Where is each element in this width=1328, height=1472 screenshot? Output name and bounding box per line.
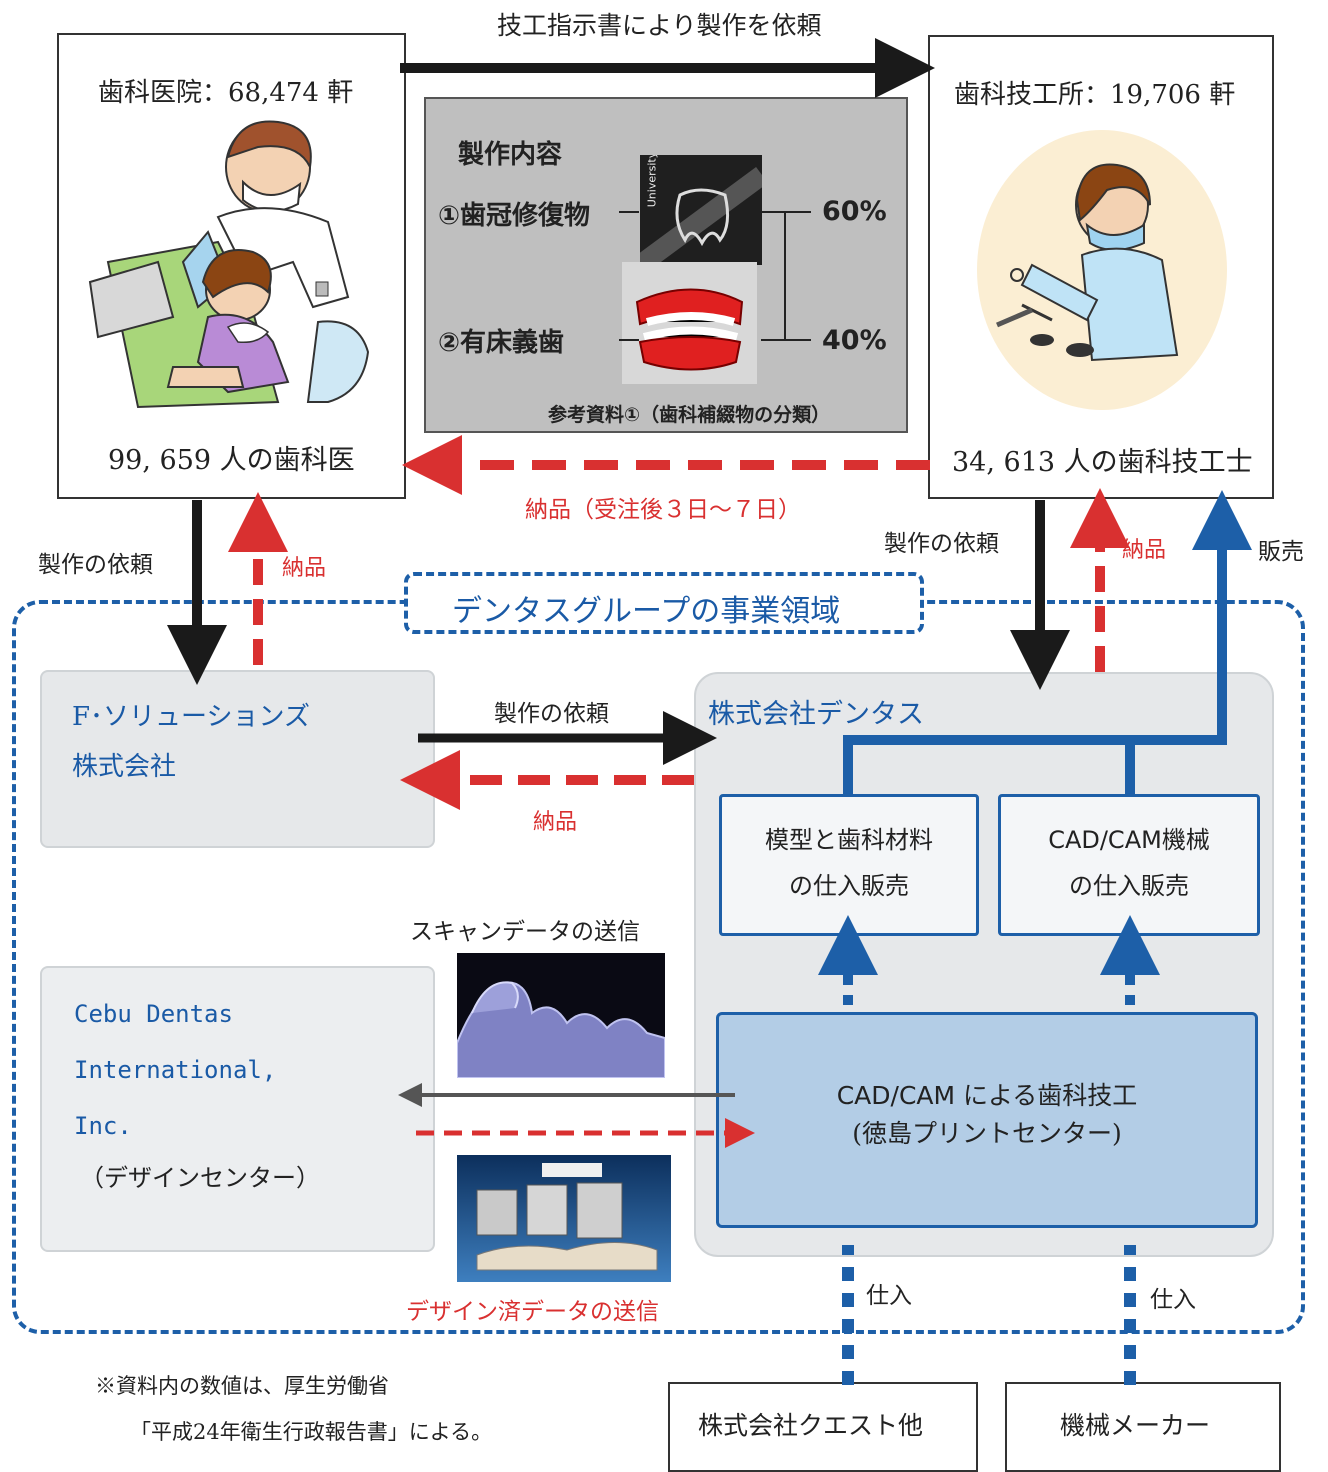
materials-line2: の仕入販売 bbox=[789, 872, 909, 900]
dentas-box-cadcam-machines: CAD/CAM機械 の仕入販売 bbox=[998, 794, 1260, 936]
materials-line1: 模型と歯科材料 bbox=[765, 826, 933, 854]
clinic-title: 歯科医院：68,474 軒 bbox=[98, 78, 354, 108]
lab-technicians: 34, 613 人の歯科技工士 bbox=[952, 447, 1253, 478]
cebu-line1: Cebu Dentas bbox=[74, 1000, 233, 1028]
dentist-illustration bbox=[88, 120, 370, 409]
f-solutions-panel bbox=[40, 670, 435, 848]
reference-item2: ②有床義歯 bbox=[438, 328, 565, 358]
f-solutions-line2: 株式会社 bbox=[72, 752, 177, 782]
reference-connectors bbox=[619, 211, 811, 341]
cebu-line4: （デザインセンター） bbox=[80, 1164, 320, 1192]
purchase-label-2: 仕入 bbox=[1150, 1287, 1196, 1313]
dentas-name: 株式会社デンタス bbox=[708, 699, 924, 730]
lab-title: 歯科技工所：19,706 軒 bbox=[954, 80, 1236, 110]
machines-line2: の仕入販売 bbox=[1069, 872, 1189, 900]
purchase-label-1: 仕入 bbox=[866, 1283, 912, 1309]
reference-item1-pct: 60% bbox=[822, 196, 887, 227]
group-label-box bbox=[404, 572, 924, 634]
technician-illustration bbox=[977, 130, 1227, 410]
scan-label: スキャンデータの送信 bbox=[410, 919, 640, 945]
cebu-panel bbox=[40, 966, 435, 1252]
design-data-image bbox=[457, 1155, 671, 1282]
left-delivery-label: 納品 bbox=[282, 556, 327, 581]
supplier-maker: 機械メーカー bbox=[1060, 1411, 1211, 1440]
machines-line1: CAD/CAM機械 bbox=[1048, 826, 1210, 854]
note-line2: 「平成24年衛生行政報告書」による。 bbox=[130, 1420, 493, 1444]
arrow-sales bbox=[843, 490, 1252, 796]
cadcam-line2: (徳島プリントセンター) bbox=[852, 1119, 1122, 1148]
note-line1: ※資料内の数値は、厚生労働省 bbox=[95, 1374, 389, 1398]
group-label: デンタスグループの事業領域 bbox=[452, 594, 841, 629]
reference-item1: ①歯冠修復物 bbox=[438, 201, 591, 231]
right-delivery-label: 納品 bbox=[1122, 538, 1167, 563]
dentas-box-materials: 模型と歯科材料 の仕入販売 bbox=[719, 794, 979, 936]
clinic-dentists: 99, 659 人の歯科医 bbox=[108, 445, 355, 476]
reference-caption: 参考資料①（歯科補綴物の分類） bbox=[548, 404, 831, 426]
denture-image bbox=[622, 262, 757, 384]
cadcam-center-box: CAD/CAM による歯科技工 (徳島プリントセンター) bbox=[716, 1012, 1258, 1228]
delivery-to-clinic-label: 納品（受注後３日～７日） bbox=[525, 497, 801, 523]
cadcam-line1: CAD/CAM による歯科技工 bbox=[836, 1081, 1138, 1110]
mid-request-label: 製作の依頼 bbox=[494, 701, 609, 727]
crown-image: University bbox=[640, 155, 762, 265]
cebu-line3: Inc. bbox=[74, 1112, 132, 1140]
reference-item2-pct: 40% bbox=[822, 325, 887, 356]
design-label: デザイン済データの送信 bbox=[406, 1299, 659, 1325]
left-request-label: 製作の依頼 bbox=[38, 552, 153, 578]
cebu-line2: International, bbox=[74, 1056, 277, 1084]
top-arrow-label: 技工指示書により製作を依頼 bbox=[497, 11, 822, 40]
reference-heading: 製作内容 bbox=[458, 140, 563, 170]
scan-data-image bbox=[457, 953, 665, 1078]
supplier-quest: 株式会社クエスト他 bbox=[698, 1411, 924, 1440]
right-sales-label: 販売 bbox=[1258, 539, 1304, 565]
f-solutions-line1: F･ソリューションズ bbox=[72, 702, 311, 732]
right-request-label: 製作の依頼 bbox=[884, 531, 999, 557]
mid-delivery-label: 納品 bbox=[533, 810, 578, 835]
